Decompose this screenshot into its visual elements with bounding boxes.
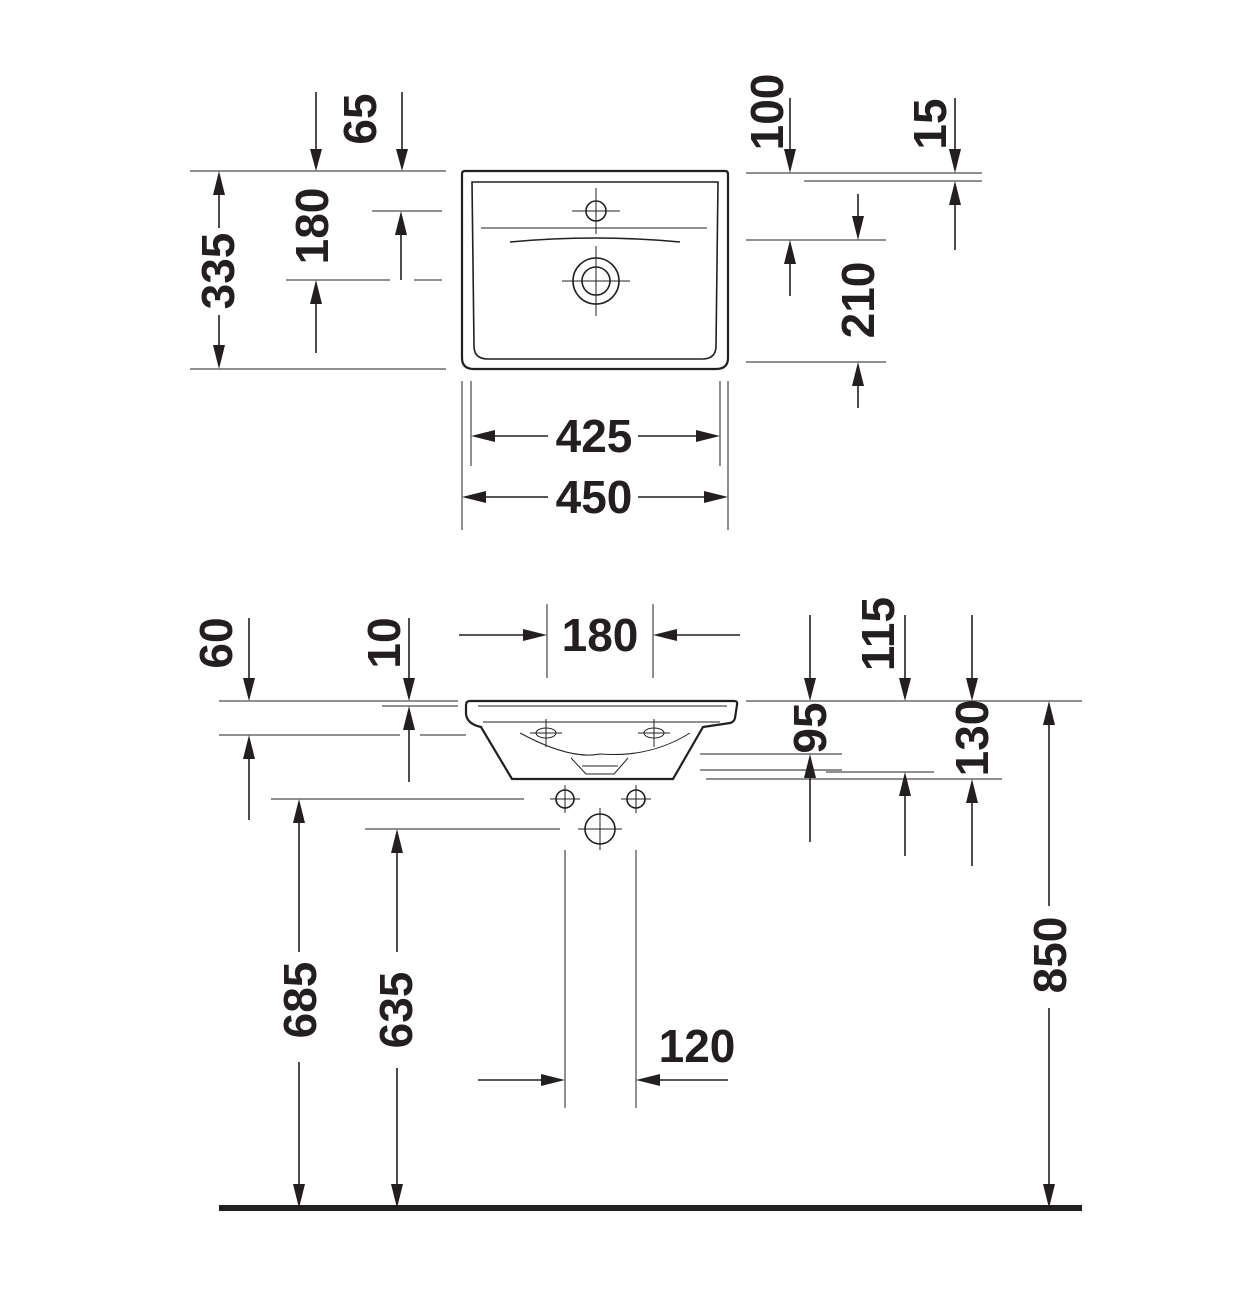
top-view: 65 100 15 335 180 210 425 450 xyxy=(190,74,982,530)
dim-120-label: 120 xyxy=(659,1020,736,1072)
supply-connections xyxy=(550,785,651,813)
dim-425-label: 425 xyxy=(556,410,633,462)
dim-95-label: 95 xyxy=(784,702,836,753)
basin-top-outline xyxy=(460,169,730,371)
dim-65-label: 65 xyxy=(334,93,386,144)
side-dimension-lines xyxy=(248,615,1050,1186)
dim-10-label: 10 xyxy=(358,617,410,668)
dim-100-label: 100 xyxy=(741,74,793,151)
dim-685-label: 685 xyxy=(274,962,326,1039)
dim-115-label: 115 xyxy=(852,597,904,671)
dim-210-label: 210 xyxy=(832,262,884,339)
dim-15-label: 15 xyxy=(904,98,956,149)
dim-635-label: 635 xyxy=(370,972,422,1049)
top-arrowheads xyxy=(213,149,961,503)
side-extension-lines xyxy=(219,604,1082,1108)
side-view: 180 60 10 115 95 130 685 635 120 850 xyxy=(190,597,1082,1211)
dim-130-label: 130 xyxy=(946,700,998,777)
dim-180-side-label: 180 xyxy=(562,609,639,661)
tap-hole xyxy=(572,188,620,234)
waste-connection xyxy=(578,808,622,850)
drain-outlet xyxy=(562,246,630,316)
dim-60-label: 60 xyxy=(190,617,242,668)
dim-450-label: 450 xyxy=(556,471,633,523)
side-tap-symbols xyxy=(530,719,670,747)
top-extension-lines xyxy=(190,170,982,530)
dim-850-label: 850 xyxy=(1024,917,1076,994)
basin-side-profile xyxy=(464,699,842,781)
dim-180-label: 180 xyxy=(286,188,338,265)
dim-335-label: 335 xyxy=(192,233,244,310)
top-dimension-lines xyxy=(218,92,956,498)
side-arrowheads xyxy=(243,629,1055,1208)
